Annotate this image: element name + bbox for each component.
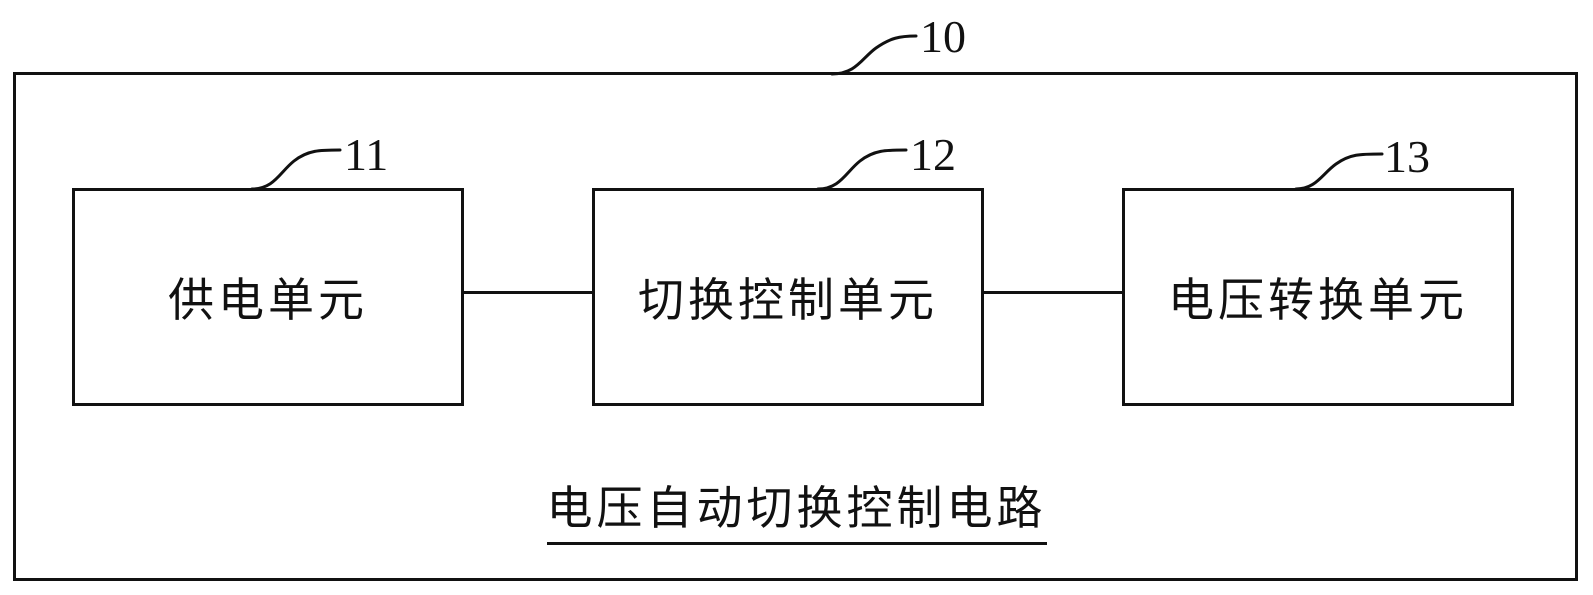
ref-label-voltage-conversion: 13 — [1384, 131, 1430, 182]
block-label-voltage-conversion: 电压转换单元 — [1168, 273, 1468, 327]
circuit-boundary-box — [13, 72, 1578, 581]
connector-12-13 — [981, 291, 1122, 294]
connector-11-12 — [461, 291, 592, 294]
ref-label-power-supply: 11 — [344, 129, 389, 180]
block-label-switch-control: 切换控制单元 — [638, 273, 938, 327]
leader-line-10 — [830, 34, 918, 76]
block-switch-control-unit: 切换控制单元 — [592, 188, 984, 406]
block-label-power-supply: 供电单元 — [168, 273, 368, 327]
caption-row: 电压自动切换控制电路 — [0, 472, 1593, 545]
block-voltage-conversion-unit: 电压转换单元 — [1122, 188, 1514, 406]
diagram-caption: 电压自动切换控制电路 — [546, 472, 1047, 545]
block-power-supply-unit: 供电单元 — [72, 188, 464, 406]
ref-label-outer: 10 — [920, 11, 966, 62]
ref-label-switch-control: 12 — [910, 129, 956, 180]
